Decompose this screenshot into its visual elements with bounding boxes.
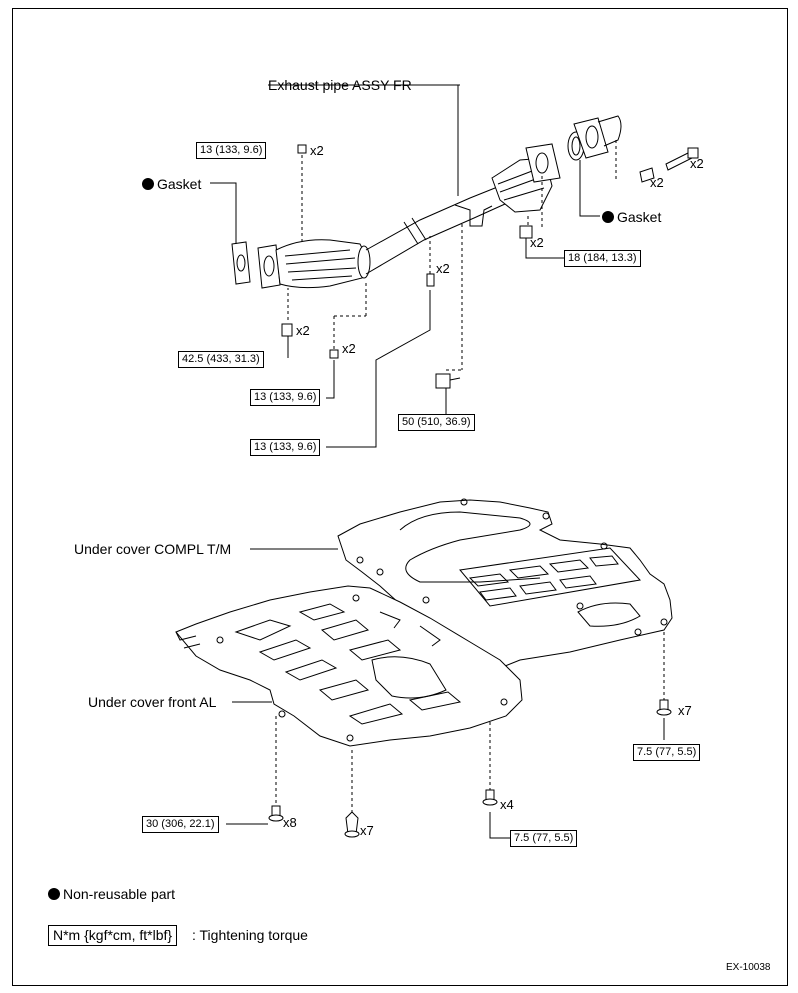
legend-torque-units: N*m {kgf*cm, ft*lbf} [48, 925, 178, 946]
quantity-label: x8 [283, 815, 297, 830]
under-cover-tm-drawing [337, 498, 673, 669]
quantity-label: x2 [690, 156, 704, 171]
quantity-label: x2 [530, 235, 544, 250]
exhaust-pipe-label: Exhaust pipe ASSY FR [268, 77, 412, 93]
legend-torque-desc: : Tightening torque [192, 927, 308, 943]
gasket-right-label: Gasket [602, 209, 661, 225]
quantity-label: x7 [678, 703, 692, 718]
torque-value: 7.5 (77, 5.5) [510, 830, 578, 847]
quantity-label: x2 [650, 175, 664, 190]
quantity-label: x2 [310, 143, 324, 158]
under-cover-tm-label: Under cover COMPL T/M [74, 541, 232, 557]
non-reusable-dot-icon [48, 888, 60, 900]
exhaust-pipe-drawing [231, 115, 699, 389]
torque-value: 18 (184, 13.3) [564, 250, 641, 267]
quantity-label: x2 [342, 341, 356, 356]
non-reusable-dot-icon [602, 211, 614, 223]
quantity-label: x7 [360, 823, 374, 838]
torque-value: 50 (510, 36.9) [398, 414, 475, 431]
torque-value: 42.5 (433, 31.3) [178, 351, 264, 368]
exhaust-leaders [210, 84, 600, 448]
under-cover-front-label: Under cover front AL [88, 694, 217, 710]
quantity-label: x2 [296, 323, 310, 338]
quantity-label: x4 [500, 797, 514, 812]
torque-value: 13 (133, 9.6) [196, 142, 267, 159]
quantity-label: x2 [436, 261, 450, 276]
figure-frame [12, 8, 788, 986]
figure-code: EX-10038 [726, 962, 771, 973]
non-reusable-dot-icon [142, 178, 154, 190]
under-cover-leaders [226, 548, 665, 839]
torque-value: 7.5 (77, 5.5) [633, 744, 701, 761]
under-cover-front-drawing [175, 585, 523, 747]
torque-value: 30 (306, 22.1) [142, 816, 219, 833]
torque-value: 13 (133, 9.6) [250, 389, 321, 406]
torque-value: 13 (133, 9.6) [250, 439, 321, 456]
legend-non-reusable: Non-reusable part [48, 886, 175, 902]
gasket-left-label: Gasket [142, 176, 201, 192]
